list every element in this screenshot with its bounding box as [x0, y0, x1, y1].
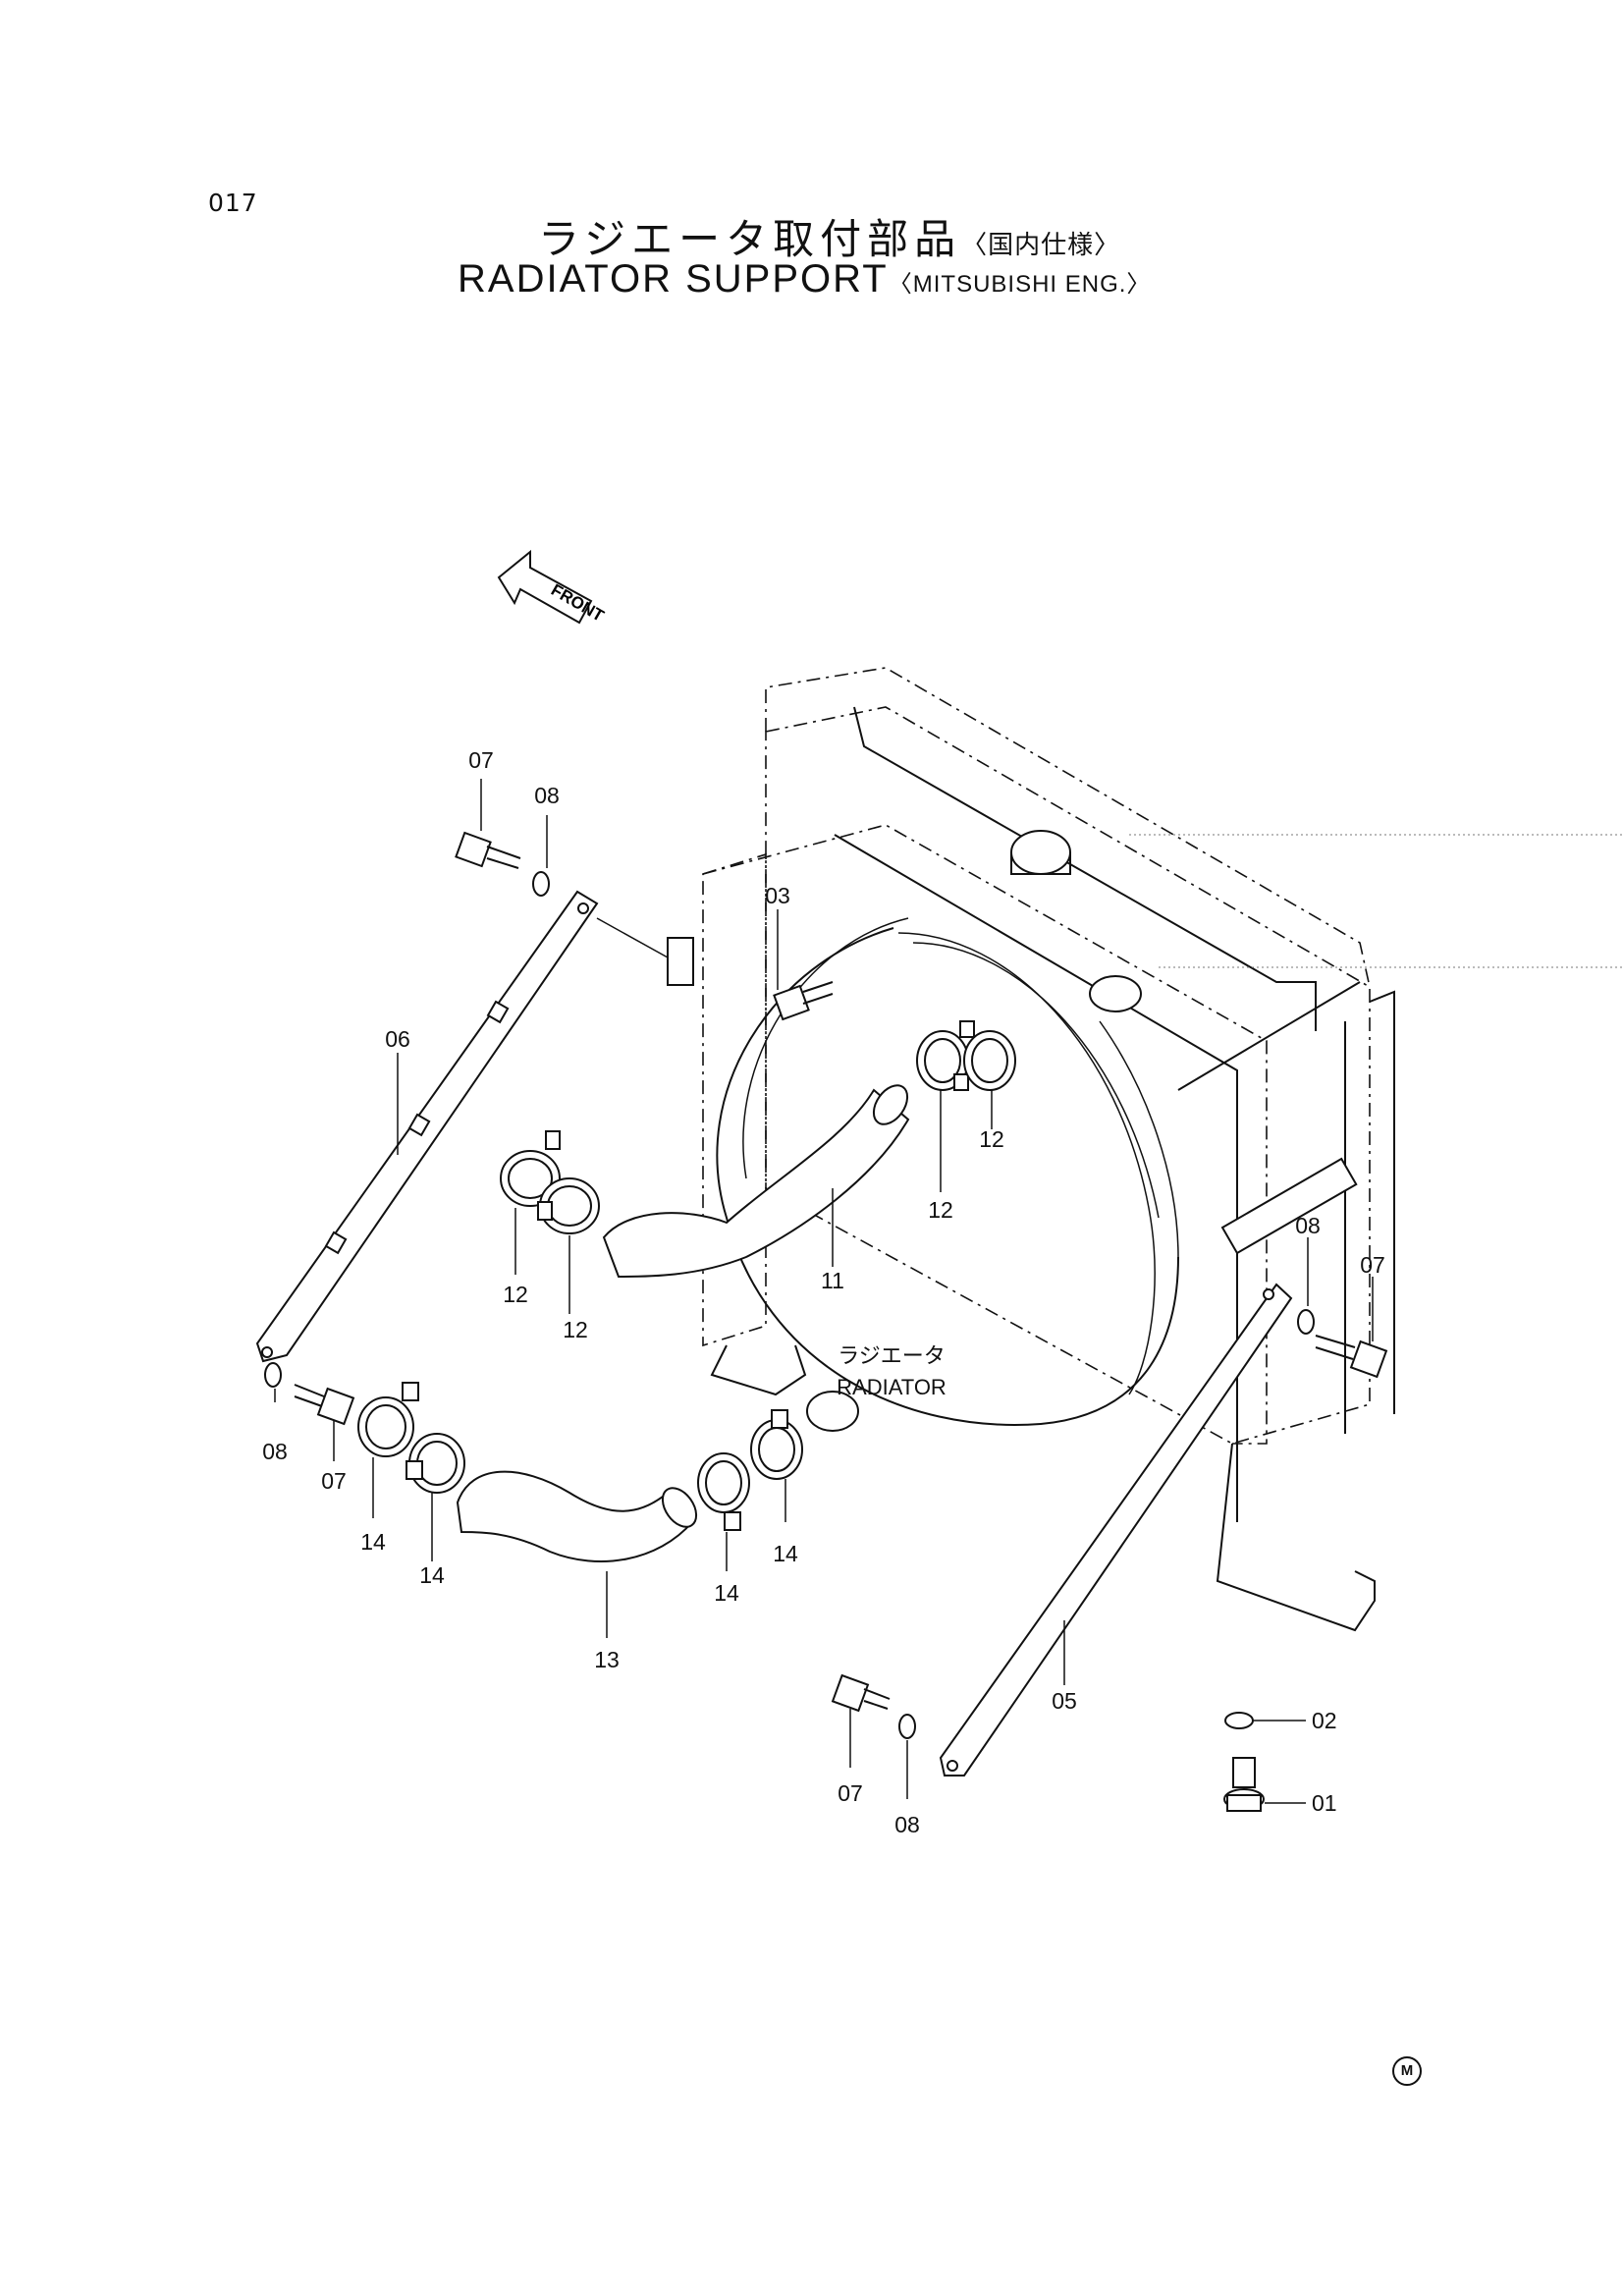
front-arrow: FRONT: [497, 549, 608, 626]
callout-06: 06: [385, 1026, 410, 1052]
title-japanese-spec: 〈国内仕様〉: [961, 231, 1121, 260]
upper-hose-11: [602, 1084, 910, 1279]
callout-leaders: [274, 779, 1374, 1804]
hose-clamps-14: [357, 1382, 803, 1531]
callout-12-b: 12: [928, 1197, 953, 1223]
radiator-label-english: RADIATOR: [837, 1375, 947, 1399]
callout-11: 11: [821, 1268, 844, 1293]
bolt-03: [773, 981, 834, 1021]
title-japanese-text: ラジエータ取付部品: [538, 215, 962, 263]
hose-clamps-12: [500, 1020, 1016, 1234]
lower-hose-13: [456, 1470, 698, 1562]
callout-08-left: 08: [262, 1439, 288, 1464]
callout-08-bottom: 08: [894, 1812, 920, 1837]
radiator-label-japanese: ラジエータ: [838, 1343, 946, 1368]
washers: [264, 871, 1315, 1739]
callout-14-c: 14: [773, 1541, 798, 1566]
callout-12-d: 12: [563, 1317, 588, 1342]
page-title-english: RADIATOR SUPPORT〈MITSUBISHI ENG.〉: [458, 257, 1151, 301]
callout-05: 05: [1052, 1688, 1077, 1714]
callout-14-b: 14: [419, 1562, 445, 1588]
callout-01: 01: [1312, 1790, 1337, 1816]
callout-03: 03: [765, 883, 790, 908]
callout-14-a: 14: [360, 1529, 386, 1555]
bolt-07-right: [1315, 1335, 1388, 1379]
callout-13: 13: [594, 1647, 620, 1672]
callout-08-right: 08: [1295, 1213, 1321, 1238]
callout-07-left: 07: [321, 1468, 347, 1494]
bolt-07-top: [455, 831, 521, 869]
callout-07-right: 07: [1360, 1252, 1385, 1278]
maker-mark-icon: M: [1392, 2056, 1422, 2086]
title-english-spec: 〈MITSUBISHI ENG.〉: [888, 271, 1152, 298]
page-number: 017: [208, 189, 258, 217]
radiator-stay-06: [255, 890, 669, 1363]
callout-02: 02: [1312, 1708, 1337, 1733]
callout-07-top: 07: [468, 747, 494, 773]
bolt-07-bottom: [831, 1673, 891, 1713]
radiator-stay-05: [939, 1283, 1293, 1777]
bolt-07-left: [294, 1384, 355, 1426]
callout-08-top: 08: [534, 783, 560, 808]
callout-14-d: 14: [714, 1580, 739, 1606]
callout-12-a: 12: [979, 1126, 1004, 1152]
callout-12-c: 12: [503, 1282, 528, 1307]
callout-07-bottom: 07: [838, 1780, 863, 1806]
page-title-japanese: ラジエータ取付部品〈国内仕様〉: [538, 206, 1120, 266]
title-english-text: RADIATOR SUPPORT: [458, 257, 889, 301]
radiator-body: [667, 667, 1395, 1632]
bolt-01: [1223, 1757, 1265, 1812]
